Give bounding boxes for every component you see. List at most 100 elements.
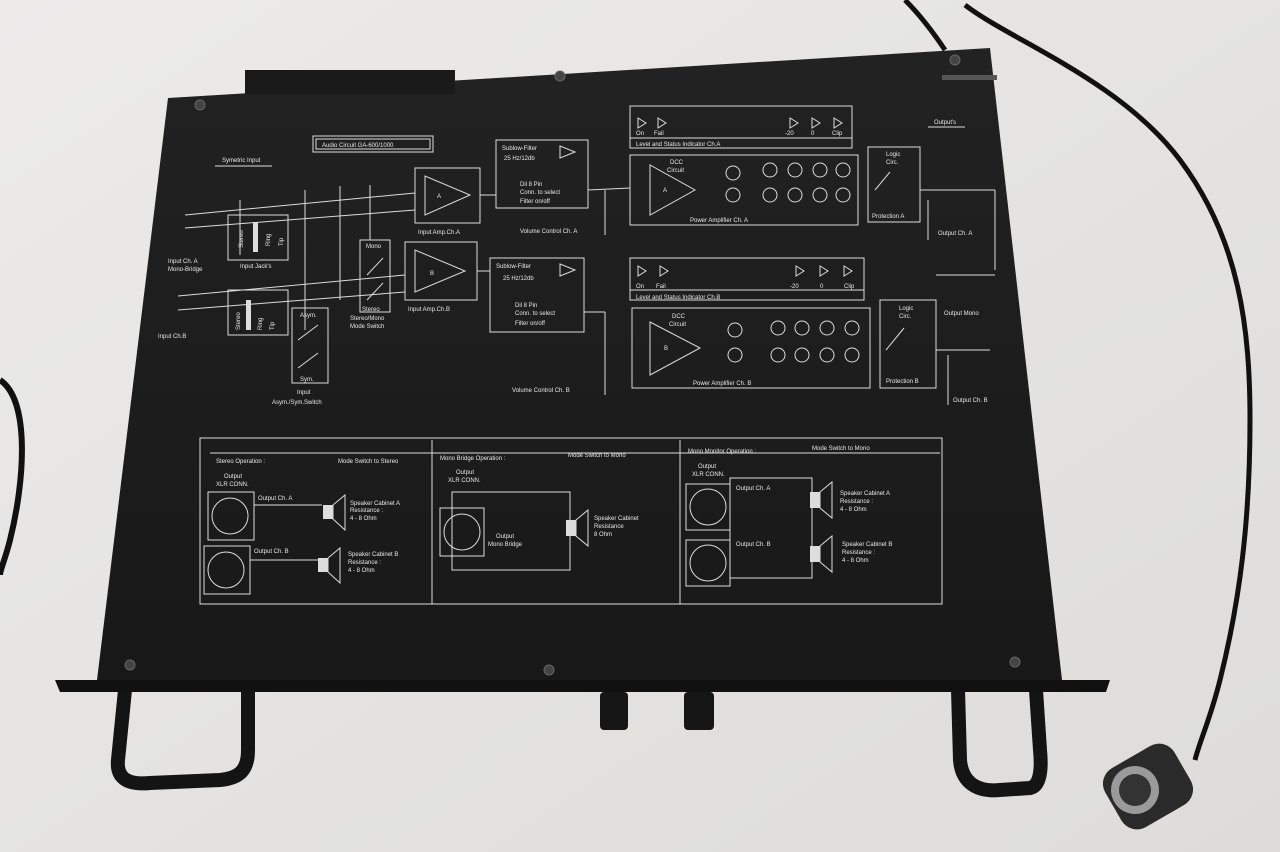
logic-b: Logic [899,306,913,312]
stereo-xlr: XLR CONN. [216,482,249,488]
stereo-mono-label: Stereo/Mono [350,316,385,322]
dcc-b: DCC [672,314,686,320]
vent-slot [942,75,997,80]
bridge-res: Resistance [594,524,624,530]
led-on-a: On [636,131,644,137]
led-clip-a: Clip [832,131,843,137]
input-a-label: Input Ch. A [168,259,198,265]
sublow-a-title: Sublow-Filter [502,146,537,152]
stereo-ohm-a: 4 - 8 Ohm [350,516,377,522]
stereo-xlr-b-icon [203,545,251,595]
cable-top [903,0,948,52]
jack-b-tip: Tip [270,321,276,330]
amplifier-top-panel [97,48,1062,680]
monitor-spk-a: Speaker Cabinet A [840,491,890,497]
jack-b-stereo: Stereo [236,312,242,330]
jack-a-stereo: Stereo [239,230,245,248]
power-amp-a-letter: A [663,188,667,194]
stereo-xlr-a-icon [207,491,255,541]
monitor-res-a: Resistance : [840,499,873,505]
monitor-res-b: Resistance : [842,550,875,556]
sublow-a-conn: Conn. to select [520,190,560,196]
transistor-icons-b [727,320,860,363]
handle-left [110,689,255,791]
jack-a-tip: Tip [279,237,285,246]
led-fail-a: Fail [654,131,664,137]
bridge-mono: Mono Bridge [488,542,523,548]
operation-table: Stereo Operation : Mode Switch to Stereo… [199,437,943,605]
protection-b-block [879,299,937,389]
stereo-res-a: Resistance : [350,508,383,514]
monitor-spk-b: Speaker Cabinet B [842,542,892,548]
led-on-b: On [636,284,644,290]
protection-b-label: Protection B [886,379,919,385]
logic-a: Logic [886,152,900,158]
sublow-a-freq: 25 Hz/12db [504,156,535,162]
bridge-ohm: 8 Ohm [594,532,612,538]
stereo-spk-b: Speaker Cabinet B [348,552,398,558]
bridge-op-title: Mono Bridge Operation : [440,456,506,462]
asym-sym-switch-label: Asym./Sym.Switch [272,400,322,406]
dcc-a: DCC [670,160,684,166]
input-amp-b-label: Input Amp.Ch.B [408,307,450,313]
monitor-output: Output [698,464,716,470]
monitor-op-title: Mono Monitor Operation : [688,449,756,455]
sublow-a-dil: Dil 8 Pin [520,182,542,188]
stereo-output: Output [224,474,242,480]
schematic: Audio Circuit GA-600/1000 Symetric Input… [158,105,996,406]
bridge-output: Output [456,470,474,476]
stereo-res-b: Resistance : [348,560,381,566]
power-cable [963,3,1253,761]
sublow-b-title: Sublow-Filter [496,264,531,270]
input-b-label: Input Ch.B [158,334,186,340]
asym-sym-switch [291,307,329,384]
amp-a-letter: A [437,194,441,200]
power-amp-b [631,307,871,389]
sublow-filter-a [495,139,589,209]
left-cable [0,377,25,576]
power-amp-b-label: Power Amplifier Ch. B [693,381,751,387]
input-label: Input [297,390,311,396]
level-a-label: Level and Status Indicator Ch.A [636,142,720,148]
input-jack-b [227,289,289,336]
jack-a-ring: Ring [266,234,272,246]
bridge-op-switch: Mode Switch to Mono [568,453,626,459]
stereo-out-b: Output Ch. B [254,549,289,555]
rear-tab [245,70,455,94]
sublow-a-onoff: Filter on/off [520,199,550,205]
knob-left [600,692,628,730]
mono-bridge-label: Mono-Bridge [168,267,203,273]
output-mono-label: Output Mono [944,311,979,317]
symetric-input-label: Symetric Input [222,158,261,164]
level-indicator-b [629,257,865,301]
monitor-out-a: Output Ch. A [736,486,770,492]
circ-b: Circ. [899,314,912,320]
amp-b-letter: B [430,271,434,277]
input-jack-a [227,214,289,261]
sublow-b-freq: 25 Hz/12db [503,276,534,282]
bridge-xlr-icon [439,507,485,557]
monitor-out-b: Output Ch. B [736,542,771,548]
monitor-xlr: XLR CONN. [692,472,725,478]
bridge-out: Output [496,534,514,540]
volume-b-label: Volume Control Ch. B [512,388,570,394]
front-rack-ear [55,680,1110,692]
monitor-ohm-b: 4 - 8 Ohm [842,558,869,564]
level-b-label: Level and Status Indicator Ch.B [636,295,720,301]
speaker-icon [318,493,346,585]
power-amp-b-letter: B [664,346,668,352]
switch-mono-label: Mono [366,244,382,250]
led-0-b: 0 [820,284,824,290]
led-clip-b: Clip [844,284,855,290]
monitor-ohm-a: 4 - 8 Ohm [840,507,867,513]
stereo-spk-a: Speaker Cabinet A [350,501,400,507]
protection-a-block [867,146,921,223]
stereo-op-title: Stereo Operation : [216,459,265,465]
outputs-label: Output's [934,120,956,126]
circuit-a: Circuit [667,168,684,174]
sublow-b-dil: Dil 8 Pin [515,303,537,309]
input-jacks-label: Input Jack's [240,264,272,270]
led-fail-b: Fail [656,284,666,290]
